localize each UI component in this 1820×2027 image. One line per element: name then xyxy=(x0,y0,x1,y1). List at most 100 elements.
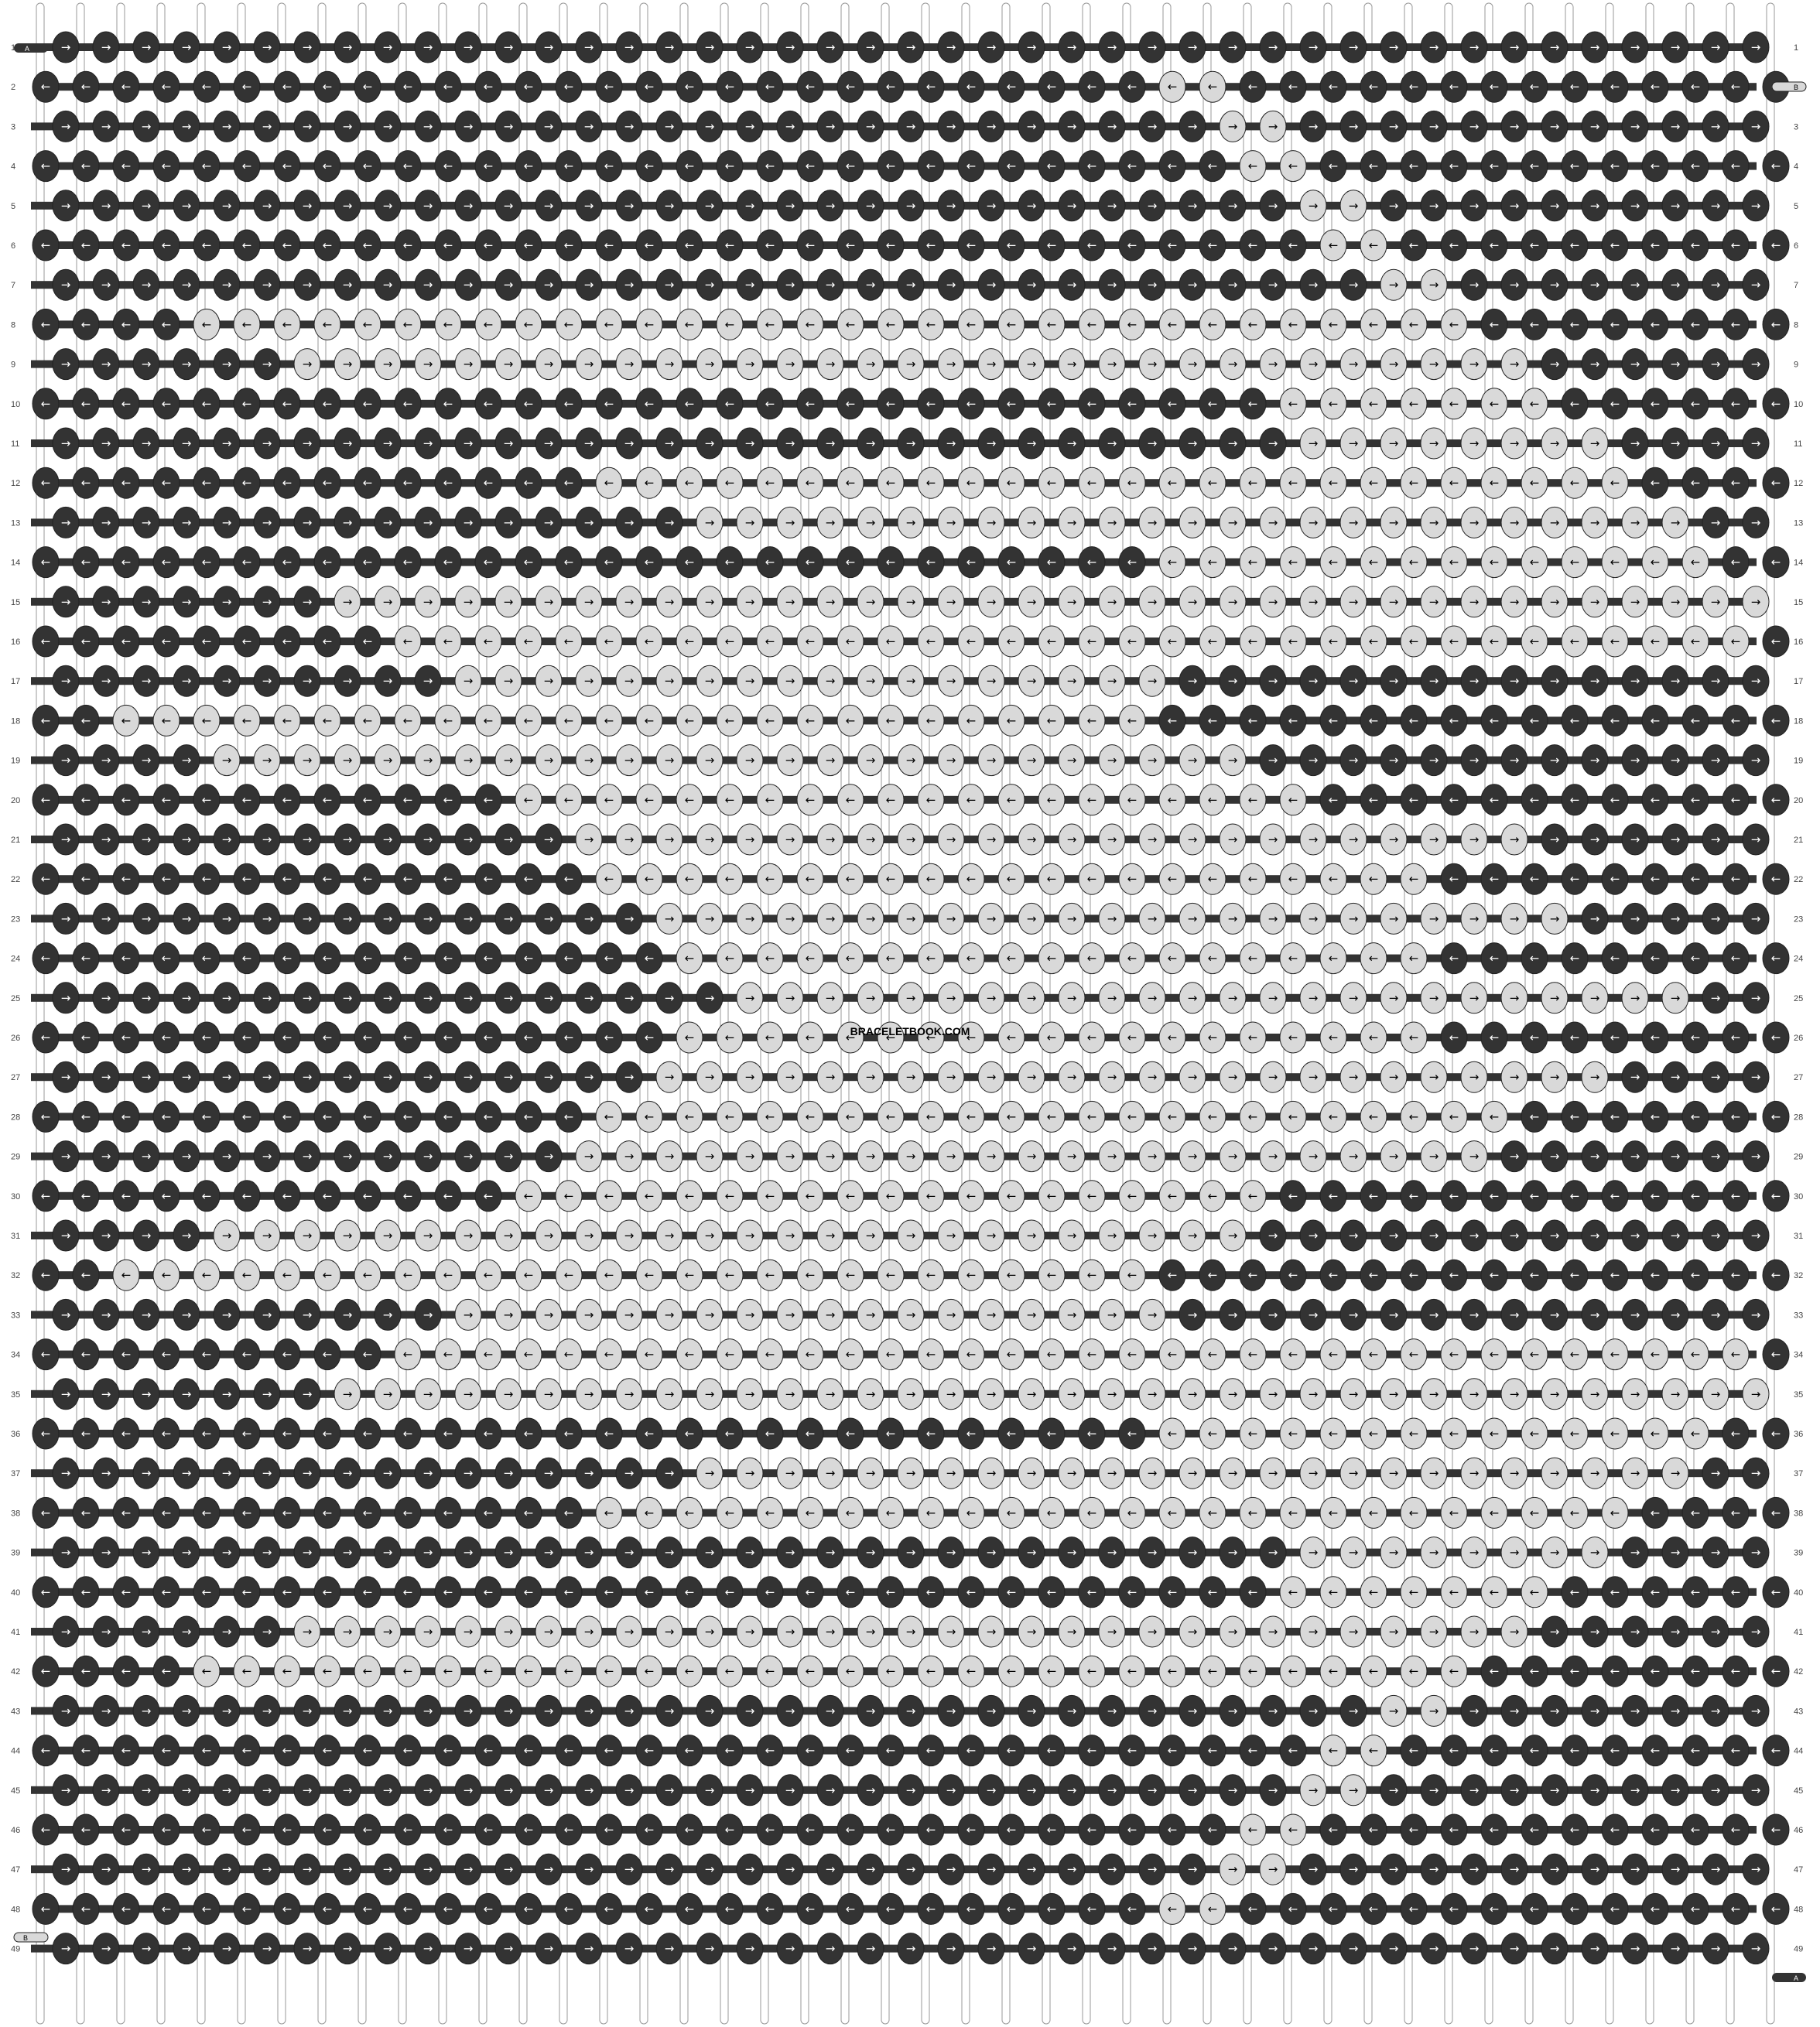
knot: → xyxy=(736,744,764,777)
knot-arrow: → xyxy=(182,119,192,133)
knot-arrow: → xyxy=(1027,1387,1037,1401)
knot: → xyxy=(816,1378,844,1410)
knot: ← xyxy=(1480,1655,1508,1687)
knot-arrow: ← xyxy=(1570,1585,1580,1599)
knot: → xyxy=(132,1457,160,1489)
knot-arrow: → xyxy=(383,754,393,767)
knot-arrow: ← xyxy=(966,1585,977,1599)
knot: ← xyxy=(796,1100,824,1133)
knot: → xyxy=(1380,1933,1408,1965)
knot-arrow: ← xyxy=(81,397,91,411)
knot: → xyxy=(1581,506,1609,538)
knot-arrow: → xyxy=(544,1783,554,1797)
knot-arrow: ← xyxy=(725,1744,735,1758)
knot-arrow: → xyxy=(1268,1466,1278,1480)
knot: ← xyxy=(1038,942,1066,975)
knot-arrow: ← xyxy=(1248,1268,1258,1282)
knot: ← xyxy=(474,1100,502,1133)
knot: → xyxy=(696,190,724,222)
row-bar xyxy=(31,1944,1757,1953)
knot: → xyxy=(1661,110,1689,142)
knot: → xyxy=(1259,506,1287,538)
knot-arrow: → xyxy=(383,911,393,925)
knot-arrow: ← xyxy=(886,1902,896,1916)
knot: ← xyxy=(1440,1021,1468,1054)
knot: ← xyxy=(917,784,945,816)
knot: ← xyxy=(233,1735,261,1767)
knot-arrow: → xyxy=(1510,119,1520,133)
knot-arrow: ← xyxy=(765,793,775,807)
knot-arrow: ← xyxy=(202,317,212,331)
knot-arrow: → xyxy=(1711,1070,1721,1084)
knot-arrow: ← xyxy=(403,317,413,331)
knot: → xyxy=(293,1694,321,1727)
knot: → xyxy=(253,1219,281,1252)
knot-arrow: ← xyxy=(564,80,574,94)
knot-arrow: → xyxy=(987,1307,997,1321)
knot-arrow: ← xyxy=(1610,1744,1620,1758)
knot: → xyxy=(454,823,482,856)
knot-arrow: → xyxy=(544,911,554,925)
knot-arrow: ← xyxy=(162,1664,172,1678)
knot-arrow: ← xyxy=(725,159,735,173)
knot: ← xyxy=(1440,942,1468,975)
knot: → xyxy=(1581,1457,1609,1489)
knot: ← xyxy=(997,942,1025,975)
knot-arrow: → xyxy=(1349,1466,1359,1480)
knot-arrow: → xyxy=(826,1307,836,1321)
knot: ← xyxy=(1400,229,1428,261)
knot-arrow: → xyxy=(826,1704,836,1718)
knot-arrow: ← xyxy=(202,1823,212,1837)
knot-arrow: → xyxy=(504,278,514,292)
knot-arrow: → xyxy=(1067,911,1077,925)
knot-arrow: ← xyxy=(363,1664,373,1678)
knot-arrow: ← xyxy=(1087,793,1097,807)
knot-arrow: ← xyxy=(645,238,655,252)
knot: → xyxy=(374,823,402,856)
knot: ← xyxy=(1239,1100,1267,1133)
knot: ← xyxy=(1521,1735,1548,1767)
knot: ← xyxy=(957,1496,985,1529)
knot-arrow: ← xyxy=(564,1585,574,1599)
knot: ← xyxy=(233,625,261,658)
knot: → xyxy=(535,190,563,222)
knot: → xyxy=(535,506,563,538)
knot-arrow: → xyxy=(745,1229,755,1243)
knot: → xyxy=(857,1140,884,1173)
knot: → xyxy=(1138,268,1166,301)
knot: → xyxy=(1018,1457,1045,1489)
knot-arrow: → xyxy=(1469,595,1480,609)
knot-arrow: → xyxy=(1671,1070,1681,1084)
knot: ← xyxy=(756,467,784,499)
knot: → xyxy=(454,506,482,538)
knot: → xyxy=(374,348,402,381)
knot: → xyxy=(52,902,80,935)
knot: ← xyxy=(313,1892,341,1925)
knot: ← xyxy=(1681,1338,1709,1371)
knot-arrow: → xyxy=(1510,832,1520,846)
knot: ← xyxy=(1762,388,1790,420)
knot: ← xyxy=(555,1576,583,1608)
knot: → xyxy=(977,31,1005,63)
knot-arrow: → xyxy=(1429,278,1439,292)
knot-arrow: → xyxy=(1228,1862,1238,1876)
knot: → xyxy=(454,1853,482,1885)
knot-arrow: ← xyxy=(1248,238,1258,252)
knot: ← xyxy=(72,1338,100,1371)
knot: ← xyxy=(1601,1576,1629,1608)
knot: → xyxy=(334,268,361,301)
knot-arrow: ← xyxy=(1691,713,1701,727)
knot-arrow: ← xyxy=(1449,1664,1459,1678)
knot-arrow: ← xyxy=(484,952,494,966)
knot-arrow: → xyxy=(303,1070,313,1084)
knot-arrow: → xyxy=(343,595,353,609)
knot-arrow: → xyxy=(1429,1942,1439,1956)
knot-arrow: → xyxy=(504,1070,514,1084)
knot: ← xyxy=(635,308,663,340)
knot: → xyxy=(1098,1140,1126,1173)
knot-arrow: → xyxy=(1309,40,1319,54)
knot-arrow: ← xyxy=(806,80,816,94)
knot-arrow: ← xyxy=(484,476,494,490)
knot: → xyxy=(1742,348,1770,381)
knot-arrow: ← xyxy=(484,1348,494,1362)
